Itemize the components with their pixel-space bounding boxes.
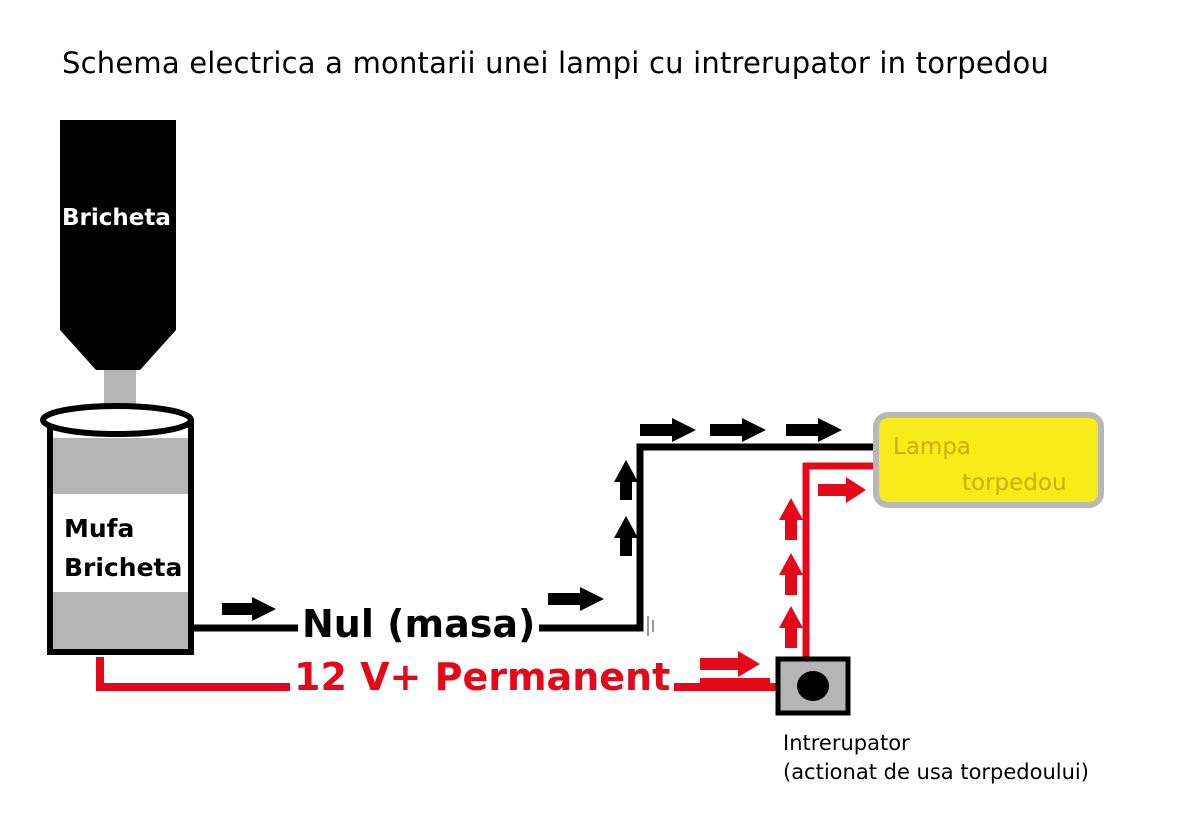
socket-label-line2: Bricheta [64,553,183,582]
socket-label-line1: Mufa [64,514,135,543]
arrow-right-1 [222,597,276,621]
lighter-stem [104,370,136,408]
arrow-right-4 [710,418,766,442]
ground-wire-label: Nul (masa) [298,602,540,646]
arrow-up-2 [614,460,638,500]
lamp-label-line2: torpedou [962,470,1067,496]
lamp-box [873,412,1104,508]
socket-rim [40,403,194,437]
arrow-right-2 [548,587,604,611]
arrow-red-up-1 [779,606,803,648]
positive-wire-switch-to-lamp [802,462,880,658]
positive-arrows [700,477,866,684]
arrow-right-5 [786,418,842,442]
arrow-red-right-2 [818,477,866,503]
diagram-title: Schema electrica a montarii unei lampi c… [62,46,1050,80]
arrow-red-up-3 [779,498,803,540]
arrow-up-1 [614,516,638,556]
switch-label-line2: (actionat de usa torpedoului) [783,760,1089,784]
arrow-right-3 [640,418,696,442]
ground-arrows [222,418,842,621]
switch-button [797,671,829,701]
arrow-red-double-line [700,678,770,684]
positive-wire-label: 12 V+ Permanent [290,655,675,699]
arrow-red-up-2 [779,553,803,595]
socket-band-bottom [53,592,188,649]
ground-wire [191,443,880,632]
switch-label-line1: Intrerupator [783,731,910,755]
socket-band-top [53,438,188,494]
lighter-body [60,120,176,370]
arrow-red-right-1 [700,651,760,677]
lamp-label-line1: Lampa [893,434,972,460]
lighter-label: Bricheta [62,205,171,231]
